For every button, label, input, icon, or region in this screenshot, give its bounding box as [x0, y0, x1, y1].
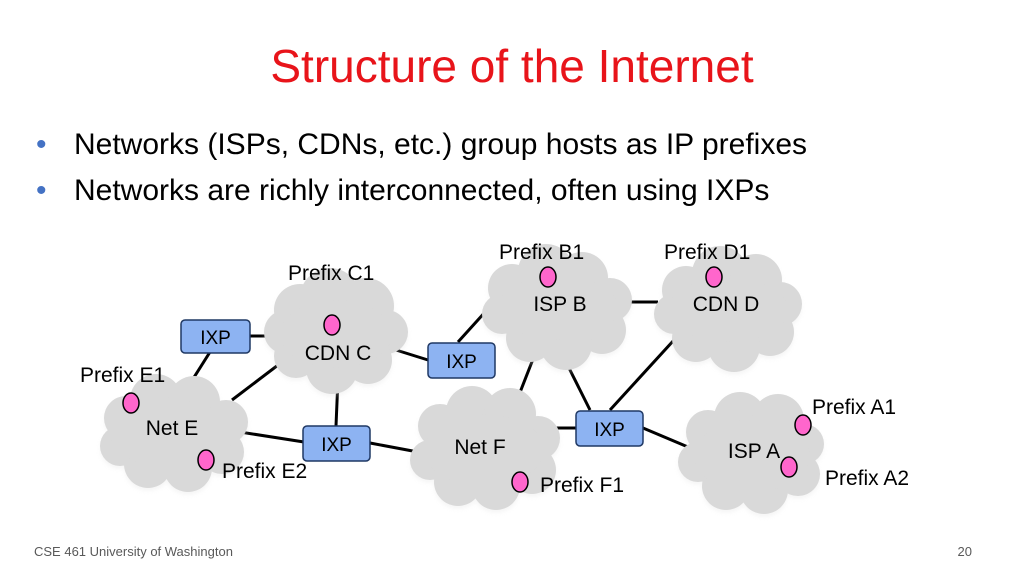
- ixp-4-label: IXP: [594, 420, 625, 441]
- cdn-d-label: CDN D: [693, 293, 760, 316]
- bullet-list: Networks (ISPs, CDNs, etc.) group hosts …: [36, 122, 807, 214]
- link-nete-ixp3: [239, 430, 305, 444]
- ixp-3-label: IXP: [321, 435, 352, 456]
- footer-course: CSE 461 University of Washington: [34, 544, 233, 559]
- prefix-e1-label: Prefix E1: [80, 364, 165, 387]
- link-ixp3-netf: [369, 441, 419, 454]
- prefix-c1-dot: [323, 314, 341, 336]
- prefix-d1-dot: [705, 266, 723, 288]
- link-cdnc-ixp2: [395, 348, 429, 362]
- prefix-e2-dot: [197, 449, 215, 471]
- prefix-e2-label: Prefix E2: [222, 460, 307, 483]
- link-cdnd-ixp4: [608, 338, 676, 412]
- net-e-label: Net E: [146, 417, 199, 440]
- link-ixp4-ispa: [642, 426, 689, 449]
- net-f-cloud: [410, 386, 560, 510]
- prefix-e1-dot: [122, 392, 140, 414]
- isp-b-cloud: [482, 244, 632, 370]
- prefix-a1-dot: [794, 414, 812, 436]
- slide-title: Structure of the Internet: [270, 40, 754, 92]
- prefix-a2-label: Prefix A2: [825, 467, 909, 490]
- net-f-label: Net F: [454, 436, 505, 459]
- prefix-a1-label: Prefix A1: [812, 396, 896, 419]
- isp-b-label: ISP B: [533, 293, 586, 316]
- prefix-b1-label: Prefix B1: [499, 241, 584, 264]
- ixp-2: IXP: [427, 342, 496, 379]
- isp-a-label: ISP A: [728, 440, 780, 463]
- prefix-dots: [122, 266, 812, 493]
- prefix-d1-label: Prefix D1: [664, 241, 750, 264]
- prefix-f1-dot: [511, 471, 529, 493]
- footer-page-number: 20: [957, 544, 972, 559]
- isp-a-cloud: [678, 392, 824, 514]
- ixp-4: IXP: [575, 410, 644, 447]
- prefix-f1-label: Prefix F1: [540, 474, 624, 497]
- ixp-1-label: IXP: [200, 328, 231, 349]
- prefix-a2-dot: [780, 456, 798, 478]
- ixp-2-label: IXP: [446, 352, 477, 373]
- prefix-c1-label: Prefix C1: [288, 262, 374, 285]
- bullet-item: Networks (ISPs, CDNs, etc.) group hosts …: [36, 122, 807, 168]
- ixp-3: IXP: [302, 425, 371, 462]
- cdn-c-label: CDN C: [305, 342, 372, 365]
- prefix-b1-dot: [539, 266, 557, 288]
- ixp-1: IXP: [180, 319, 251, 354]
- bullet-item: Networks are richly interconnected, ofte…: [36, 168, 807, 214]
